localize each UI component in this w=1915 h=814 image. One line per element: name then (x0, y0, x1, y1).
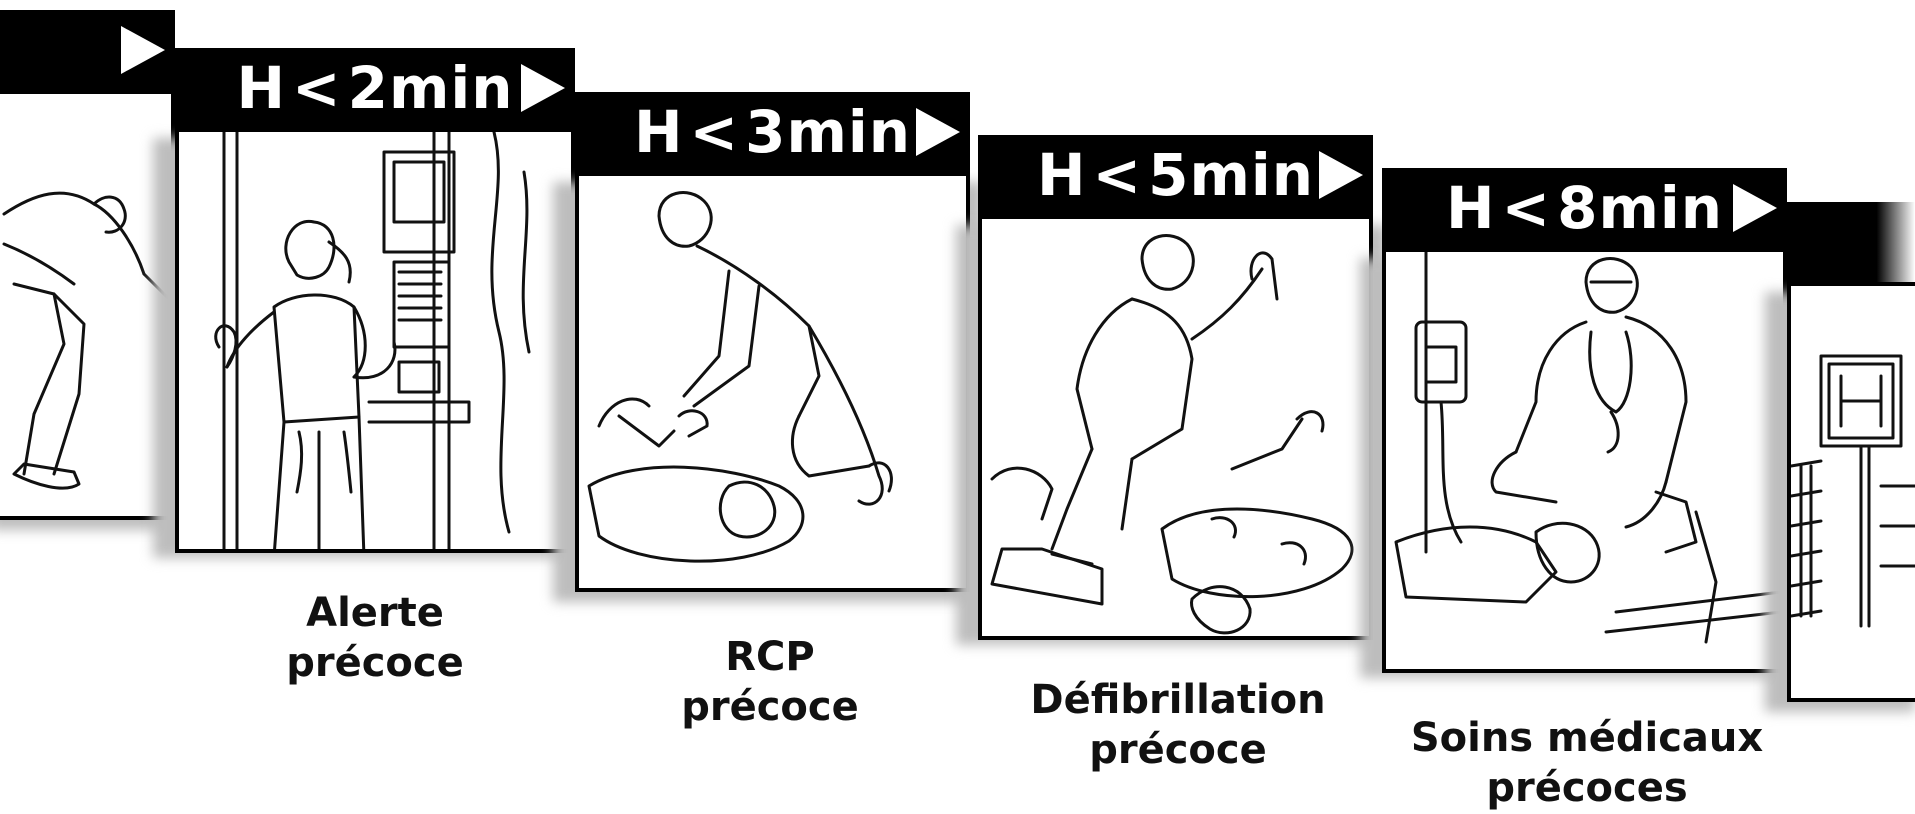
step-medical-care-caption: Soins médicaux précoces (1402, 713, 1772, 813)
caption-line-2: précoces (1402, 763, 1772, 813)
step-medical-care-time-header: H < 8min (1382, 168, 1787, 248)
less-than-symbol: < (292, 54, 342, 122)
medical-care-icon (1386, 252, 1787, 673)
caption-line-1: Défibrillation (1018, 675, 1338, 725)
caption-line-1: Soins médicaux (1402, 713, 1772, 763)
arrow-right-icon (1319, 151, 1363, 199)
less-than-symbol: < (1501, 174, 1551, 242)
caption-line-1: RCP (615, 632, 925, 682)
caption-line-2: précoce (215, 638, 535, 688)
step-defibrillation-illustration (978, 215, 1373, 640)
time-limit: 2min (348, 54, 514, 122)
step-alert-time-header: H < 2min (175, 48, 575, 128)
less-than-symbol: < (1092, 141, 1142, 209)
time-limit: 5min (1148, 141, 1314, 209)
arrow-right-icon (521, 64, 565, 112)
step-cpr-illustration (575, 172, 970, 592)
caption-line-1: Alerte (215, 588, 535, 638)
hospital-sign-icon (1791, 286, 1915, 702)
step-defibrillation-caption: Défibrillation précoce (1018, 675, 1338, 775)
time-symbol: H (1446, 174, 1496, 242)
time-limit: 3min (745, 98, 911, 166)
arrow-right-icon (1733, 184, 1777, 232)
arrow-right-icon (121, 26, 165, 74)
step-hospital-illustration (1787, 282, 1915, 702)
step-alert-caption: Alerte précoce (215, 588, 535, 688)
step-hospital-header (1787, 202, 1915, 282)
phone-call-icon (179, 132, 575, 553)
step-collapse-illustration (0, 90, 175, 520)
time-symbol: H (634, 98, 684, 166)
step-cpr-caption: RCP précoce (615, 632, 925, 732)
collapsing-person-icon (0, 94, 175, 520)
step-cpr-time-header: H < 3min (575, 92, 970, 172)
cpr-icon (579, 176, 970, 592)
step-collapse-header (0, 10, 175, 90)
step-alert-illustration (175, 128, 575, 553)
defibrillation-icon (982, 219, 1373, 640)
time-limit: 8min (1557, 174, 1723, 242)
time-symbol: H (236, 54, 286, 122)
arrow-right-icon (916, 108, 960, 156)
less-than-symbol: < (689, 98, 739, 166)
time-symbol: H (1037, 141, 1087, 209)
caption-line-2: précoce (1018, 725, 1338, 775)
caption-line-2: précoce (615, 682, 925, 732)
step-defibrillation-time-header: H < 5min (978, 135, 1373, 215)
step-medical-care-illustration (1382, 248, 1787, 673)
